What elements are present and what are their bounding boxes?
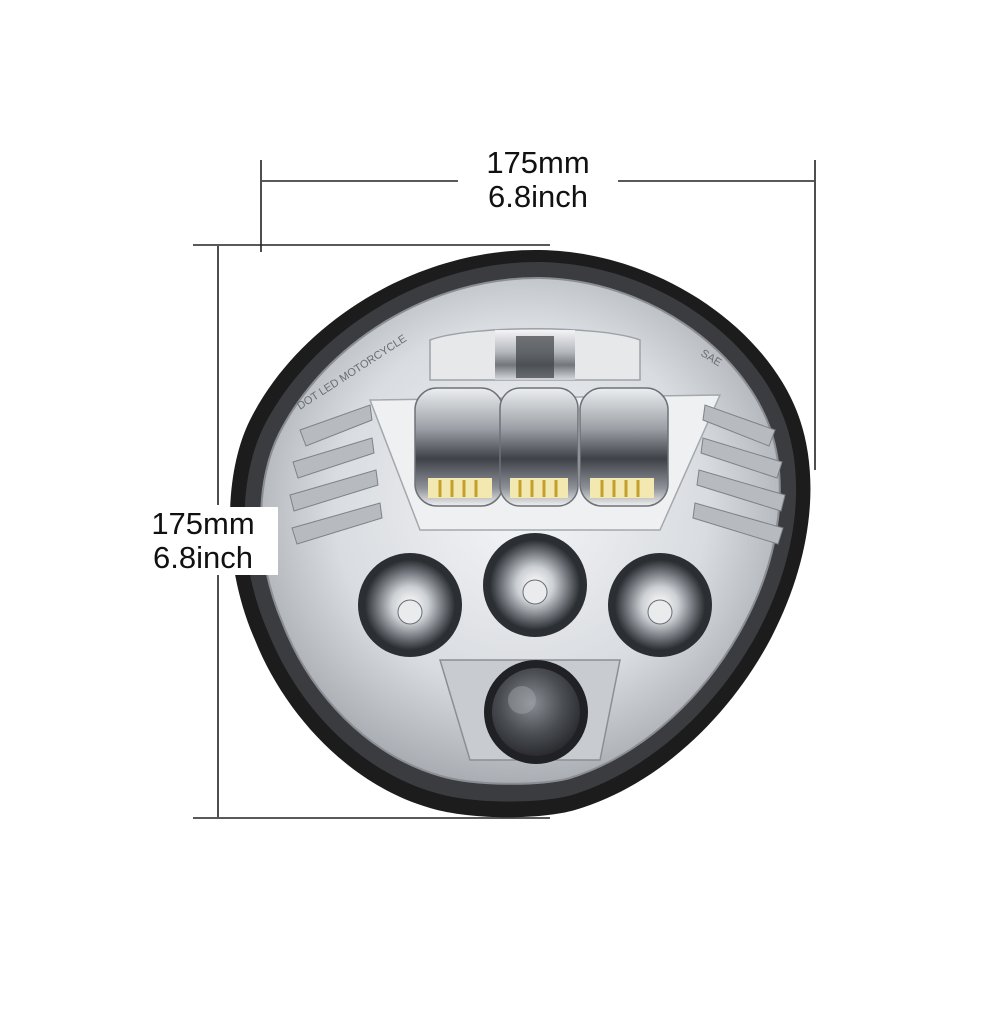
width-mm: 175mm — [486, 145, 590, 180]
width-inch: 6.8inch — [488, 179, 588, 214]
height-dimension — [193, 244, 550, 819]
projector-lens — [484, 660, 588, 764]
height-mm: 175mm — [151, 506, 255, 541]
drl-module — [414, 387, 669, 507]
width-dimension-label: 175mm 6.8inch — [458, 146, 618, 214]
height-inch: 6.8inch — [153, 540, 253, 575]
width-dimension — [260, 160, 816, 470]
height-dimension-label: 175mm 6.8inch — [128, 507, 278, 575]
reflector-cups — [358, 533, 712, 657]
side-fins — [289, 404, 786, 545]
